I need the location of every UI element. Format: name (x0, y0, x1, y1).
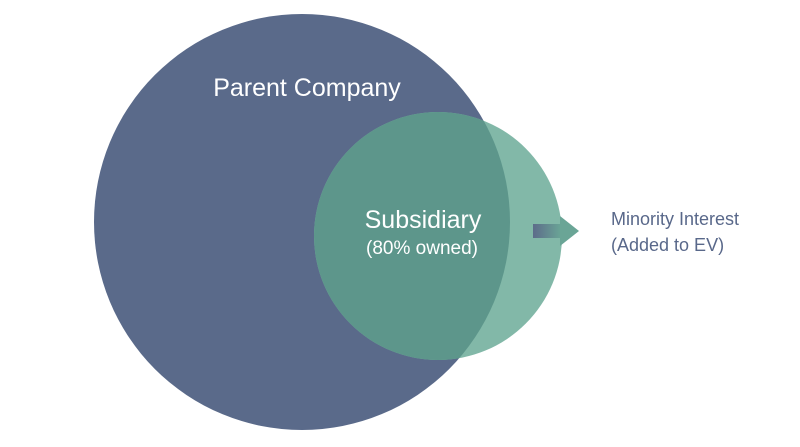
right-arrow-icon (533, 216, 579, 246)
subsidiary-ownership-label: (80% owned) (366, 238, 478, 259)
minority-interest-label: Minority Interest (611, 209, 739, 229)
subsidiary-label: Subsidiary (365, 206, 482, 234)
minority-interest-note: (Added to EV) (611, 235, 724, 255)
parent-company-label: Parent Company (213, 74, 401, 102)
